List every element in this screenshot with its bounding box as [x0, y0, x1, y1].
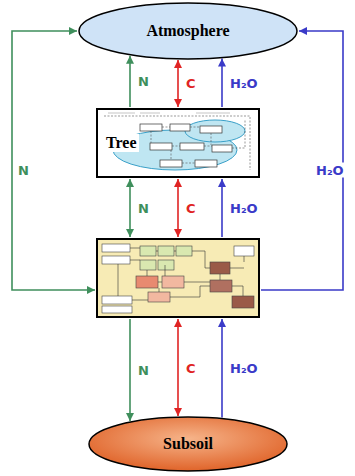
- tree-model-box: Tree: [96, 108, 260, 178]
- flux-arrow: [177, 60, 179, 107]
- flux-label: C: [184, 76, 198, 91]
- flux-label: C: [184, 360, 198, 375]
- flux-label: N: [136, 74, 151, 89]
- flux-arrow: [221, 179, 223, 237]
- flux-arrow: [221, 59, 223, 107]
- flux-label: H₂O: [228, 75, 260, 90]
- flux-label: H₂O: [314, 163, 346, 178]
- flux-label: N: [136, 201, 151, 216]
- node-label: Atmosphere: [146, 22, 229, 40]
- atmosphere-ellipse: Atmosphere: [78, 2, 298, 60]
- flux-label: H₂O: [228, 361, 260, 376]
- flux-arrow: [261, 31, 343, 290]
- flux-label: N: [136, 363, 151, 378]
- flux-label: H₂O: [228, 201, 260, 216]
- flux-label: N: [16, 163, 31, 178]
- flux-arrow: [129, 179, 131, 237]
- node-label: Tree: [104, 134, 139, 152]
- flux-arrow: [221, 319, 223, 418]
- tree-model-chart: [98, 110, 258, 176]
- flux-arrow: [177, 179, 179, 237]
- node-label: Subsoil: [163, 435, 213, 453]
- flux-arrow: [129, 56, 131, 107]
- flux-arrow: [129, 319, 131, 421]
- subsoil-ellipse: Subsoil: [88, 416, 288, 472]
- soil-model-box: [96, 238, 260, 318]
- soil-model-chart: [98, 240, 258, 316]
- flux-label: C: [184, 201, 198, 216]
- flux-arrow: [12, 31, 95, 290]
- flux-arrow: [177, 319, 179, 416]
